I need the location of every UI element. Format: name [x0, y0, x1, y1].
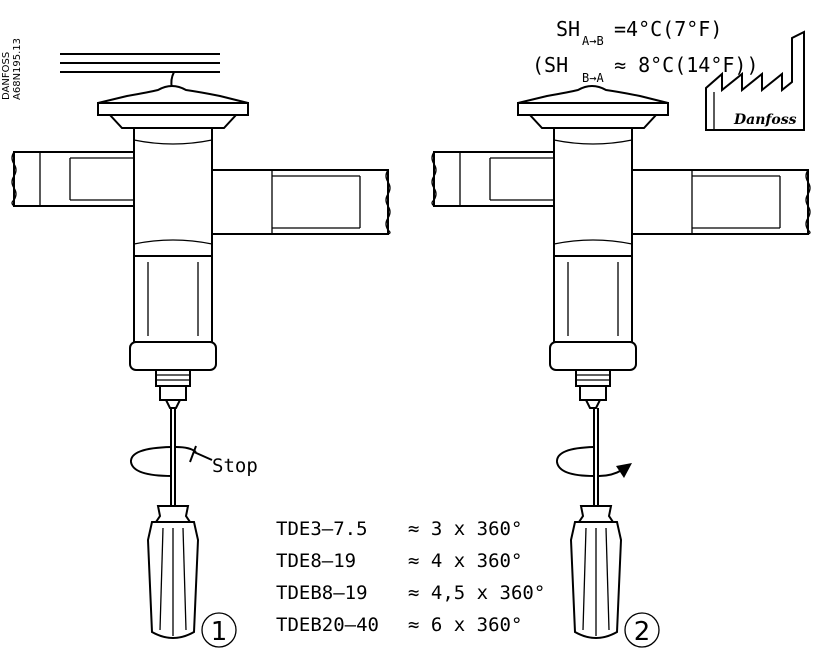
model-turns: ≈ 4,5 x 360°: [408, 582, 545, 604]
sh-a-b-value: =4°C(7°F): [614, 17, 722, 41]
model-name: TDE8–19: [276, 550, 356, 572]
step-number-2: 2: [634, 617, 651, 647]
superheat-annotation: SH A→B =4°C(7°F) (SH B→A ≈ 8°C(14°F)): [532, 17, 759, 85]
doc-code-line1: DANFOSS: [1, 52, 12, 100]
factory-logo: Danfoss: [705, 30, 805, 131]
sh-b-a-subscript: B→A: [582, 71, 604, 85]
rotation-arrow-open: [556, 446, 632, 478]
step-number-1: 1: [211, 617, 228, 647]
document-code: DANFOSS A68N195.13: [1, 38, 23, 100]
valve-1: [11, 85, 391, 409]
step-marker-1: 1: [201, 612, 237, 648]
sh-b-a-prefix: (SH: [532, 53, 568, 77]
sh-b-a-value: ≈ 8°C(14°F)): [614, 53, 759, 77]
screwdriver-1: [146, 408, 200, 639]
screwdriver-2: [569, 408, 623, 639]
model-turns: ≈ 6 x 360°: [408, 614, 522, 636]
model-name: TDE3–7.5: [276, 518, 368, 540]
model-turns: ≈ 4 x 360°: [408, 550, 522, 572]
model-turns: ≈ 3 x 360°: [408, 518, 522, 540]
capillary-tube: [60, 53, 220, 89]
model-name: TDEB8–19: [276, 582, 368, 604]
model-name: TDEB20–40: [276, 614, 379, 636]
valve-2: [431, 85, 811, 409]
danfoss-logo-text: Danfoss: [733, 112, 797, 128]
stop-label: Stop: [212, 455, 258, 477]
sh-a-b-prefix: SH: [556, 17, 580, 41]
doc-code-line2: A68N195.13: [12, 38, 23, 100]
step-marker-2: 2: [624, 612, 660, 648]
turns-table: TDE3–7.5 ≈ 3 x 360° TDE8–19 ≈ 4 x 360° TDEB8…: [276, 518, 545, 636]
sh-a-b-subscript: A→B: [582, 34, 604, 48]
rotation-arrow-stop: Stop: [130, 445, 258, 477]
